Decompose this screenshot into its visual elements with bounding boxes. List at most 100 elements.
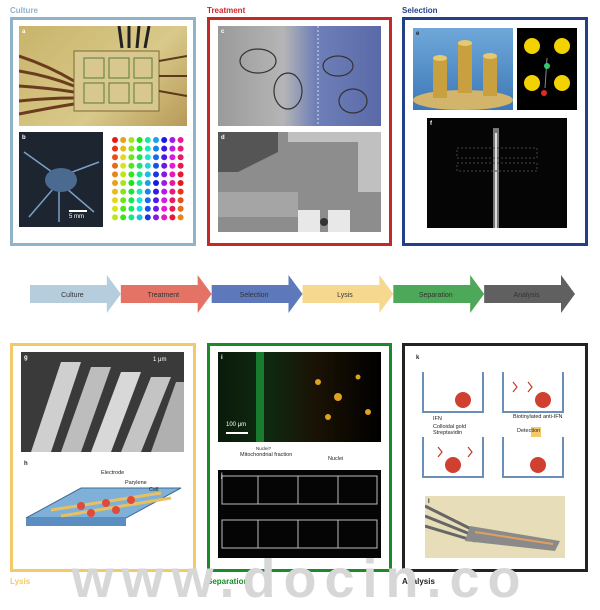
device-caption-cell: Cell [149,487,159,493]
flow-arrow-analysis [484,275,575,313]
color-dot [136,197,143,204]
device-caption-parylene: Parylene [125,480,147,486]
color-dot [112,188,118,195]
color-dot [120,154,127,161]
color-dot [177,197,184,204]
color-dot [177,145,184,152]
flow-label-selection: Selection [240,292,269,299]
color-dot [112,197,118,204]
scale-bar-i: 100 μm [226,422,247,428]
color-dot [153,205,159,212]
color-dot [169,205,176,212]
color-dot [169,154,176,161]
color-dot [120,145,127,152]
lysis-panel: g 1 μm h Electrode Parylene Cell [10,343,196,572]
flow-label-separation: Separation [419,292,453,299]
color-dot [177,171,184,178]
lysis-device-diagram: h Electrode Parylene Cell [21,458,184,553]
analysis-assay-diagram: k IFN Biotinylated anti-IFN Colloidal go… [413,352,576,492]
microchannel-graphic [218,132,381,232]
color-dot [169,197,176,204]
color-dot [112,145,118,152]
treatment-cells-image: c [218,26,381,126]
color-dot [153,214,159,221]
color-dot [177,214,184,221]
color-dot [177,205,184,212]
color-dot [144,188,151,195]
color-dot [169,180,176,186]
caption-colloid: Colloidal gold Streptavidin [433,424,467,436]
color-dot [161,180,168,186]
scale-bar-g: 1 μm [153,357,167,363]
color-dot [161,205,168,212]
cells-graphic [239,26,368,126]
culture-chip-photo: a [19,26,187,126]
color-dot [120,171,127,178]
color-dot [120,180,127,186]
color-dot [136,214,143,221]
selection-pillars-image: e [413,28,513,110]
panel-label-a: a [22,29,26,35]
culture-title: Culture [10,6,38,15]
treatment-micro-image: d [218,132,381,232]
color-dot [161,214,168,221]
panel-label-g: g [24,355,28,361]
color-dot [153,180,159,186]
chip-wiring-graphic [19,26,187,116]
color-dot [136,171,143,178]
color-dot [153,137,159,143]
color-dot [120,137,127,143]
treatment-title: Treatment [207,6,246,15]
flow-arrow-lysis [302,275,394,313]
color-dot [161,188,168,195]
color-dot [169,145,176,152]
caption-biotin: Biotinylated anti-IFN [513,414,563,420]
color-dot [136,162,143,169]
sem-ridges-graphic [31,362,184,452]
panel-label-e: e [416,31,420,37]
color-dot [161,197,168,204]
color-dot [136,145,143,152]
flow-label-culture: Culture [61,292,84,299]
separation-panel: i 100 μm Nuclei? Mitochondrial fraction … [207,343,392,572]
color-dot [120,214,127,221]
color-dot [177,180,184,186]
color-dot-grid [112,137,184,221]
color-dot [128,197,135,204]
color-dot [144,162,151,169]
channel-graphic [221,475,378,549]
selection-title: Selection [402,6,438,15]
color-dot [128,205,135,212]
panel-label-k: k [416,355,420,361]
fluorescence-graphic [524,38,570,96]
color-dot [153,145,159,152]
color-dot [112,214,118,221]
color-dot [169,137,176,143]
analysis-panel: k IFN Biotinylated anti-IFN Colloidal go… [402,343,588,572]
color-dot [128,154,135,161]
color-dot [153,188,159,195]
color-dot [112,180,118,186]
color-dot [161,145,168,152]
color-dot [112,137,118,143]
panel-label-h: h [24,461,28,467]
lysis-sem-image: g 1 μm [21,352,184,452]
scaffold-graphic [23,151,100,222]
selection-fluor-image [517,28,577,110]
culture-dot-array [109,132,187,227]
caption-ifn: IFN [433,416,442,422]
color-dot [128,171,135,178]
separation-channel-image: j [218,470,381,558]
color-dot [136,205,143,212]
separation-fluor-image: i 100 μm [218,352,381,442]
color-dot [177,188,184,195]
culture-panel: a b 5 mm [10,17,196,246]
color-dot [169,214,176,221]
panel-label-c: c [221,29,225,35]
color-dot [128,145,135,152]
watermark: www.docin.co [71,549,529,609]
color-dot [112,205,118,212]
culture-scaffold-image: b 5 mm [19,132,103,227]
color-dot [144,197,151,204]
color-dot [169,162,176,169]
